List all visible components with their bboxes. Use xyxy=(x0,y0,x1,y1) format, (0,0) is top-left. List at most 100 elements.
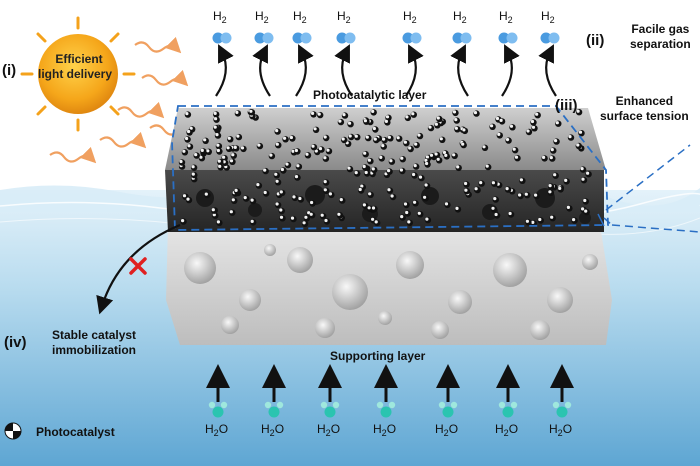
photocatalyst-particle xyxy=(549,215,556,222)
photocatalyst-particle xyxy=(190,164,198,171)
photocatalyst-particle xyxy=(250,219,257,226)
photocatalyst-particle xyxy=(178,159,186,166)
label-iv-roman: (iv) xyxy=(4,334,27,351)
photocatalyst-particle xyxy=(268,152,276,160)
photocatalyst-particle xyxy=(492,196,499,203)
photocatalyst-particle xyxy=(362,202,369,210)
h2-molecule xyxy=(292,32,312,44)
photocatalyst-particle xyxy=(454,126,461,133)
sun-rays xyxy=(20,16,136,132)
h2o-molecule xyxy=(376,401,396,418)
photocatalyst-particle xyxy=(309,200,316,207)
photocatalyst-particle xyxy=(290,215,297,223)
supporting-layer xyxy=(166,225,612,345)
photocatalyst-particle xyxy=(301,220,309,227)
photocatalyst-particle xyxy=(473,186,481,193)
photocatalyst-particle xyxy=(403,201,410,209)
h2o-supply xyxy=(206,364,574,418)
photocatalyst-particle xyxy=(416,132,424,140)
photocatalyst-particle xyxy=(309,212,316,219)
photocatalyst-particle xyxy=(550,147,557,154)
photocatalyst-particle xyxy=(337,118,345,126)
photocatalyst-particle xyxy=(295,163,303,170)
photocatalyst-particle xyxy=(362,164,369,171)
photocatalyst-particle xyxy=(273,172,280,179)
photocatalyst-particle xyxy=(347,121,354,128)
photocatalyst-particle xyxy=(225,145,233,152)
photocatalyst-particle xyxy=(234,110,242,117)
h2o-molecule xyxy=(264,401,284,418)
supporting-layer-label: Supporting layer xyxy=(330,349,426,363)
h2-molecule xyxy=(452,32,472,44)
photocatalyst-particle xyxy=(444,201,451,209)
h2-molecule xyxy=(498,32,518,44)
photocatalyst-particle xyxy=(186,129,193,136)
photocatalyst-particle xyxy=(263,190,270,197)
label-ii-line2: separation xyxy=(630,37,691,51)
photocatalyst-particle xyxy=(552,172,559,179)
photocatalyst-particle xyxy=(582,198,589,205)
photocatalyst-particle xyxy=(504,186,512,193)
h2-label: H2 xyxy=(213,9,227,25)
photocatalyst-particle xyxy=(341,112,349,119)
photocatalyst-particle xyxy=(454,206,462,213)
photocatalyst-particle xyxy=(231,197,238,204)
photocatalyst-particle xyxy=(240,145,247,153)
photocatalyst-particle xyxy=(443,153,450,160)
h2-label: H2 xyxy=(337,9,351,25)
photocatalyst-particle xyxy=(184,136,191,143)
photocatalyst-particle xyxy=(461,127,469,135)
photocatalyst-particle xyxy=(399,214,406,221)
photocatalyst-particle xyxy=(362,151,369,158)
photocatalyst-particle xyxy=(198,155,206,162)
photocatalyst-particle xyxy=(213,111,220,118)
photocatalyst-particle xyxy=(525,219,532,226)
photocatalyst-particle xyxy=(279,189,286,197)
photocatalyst-particle xyxy=(422,195,429,202)
photocatalyst-particle xyxy=(580,177,588,184)
h2-arrow xyxy=(215,44,234,97)
photocatalyst-particle xyxy=(418,174,425,182)
photocatalyst-particle xyxy=(233,145,240,152)
h2o-molecule xyxy=(208,401,228,418)
photocatalyst-particle xyxy=(417,211,424,218)
photocatalyst-particle xyxy=(553,138,560,145)
photocatalyst-particle xyxy=(404,210,411,217)
photocatalyst-particle xyxy=(320,213,327,220)
photocatalyst-particle xyxy=(463,188,471,195)
label-i-text: Efficient light delivery xyxy=(38,52,112,82)
h2-label: H2 xyxy=(255,9,269,25)
photocatalyst-particle xyxy=(585,171,592,178)
photocatalyst-particle xyxy=(388,158,396,165)
photocatalyst-particle xyxy=(205,148,212,155)
photocatalyst-particle xyxy=(372,126,379,133)
photocatalyst-particle xyxy=(365,134,372,142)
photocatalyst-particle xyxy=(496,132,503,139)
photocatalyst-particle xyxy=(181,149,189,156)
photocatalyst-particle xyxy=(354,134,361,141)
photocatalyst-particle xyxy=(380,143,387,150)
h2o-molecule xyxy=(438,401,458,418)
photocatalyst-particle xyxy=(505,137,512,144)
photocatalyst-particle xyxy=(229,209,236,216)
photocatalyst-particle xyxy=(413,163,420,170)
photocatalyst-particle xyxy=(275,142,282,149)
h2o-label: H2O xyxy=(205,422,229,438)
photocatalyst-particle xyxy=(555,120,562,127)
h2o-label: H2O xyxy=(549,422,573,438)
photocatalyst-particle xyxy=(557,186,564,193)
photocatalytic-layer-label: Photocatalytic layer xyxy=(313,88,427,102)
photocatalyst-particle xyxy=(427,124,435,132)
photocatalyst-particle xyxy=(485,163,492,171)
photocatalyst-particle xyxy=(216,148,223,155)
photocatalyst-particle xyxy=(186,143,194,150)
photocatalyst-particle xyxy=(549,155,556,162)
photocatalyst-particle xyxy=(514,155,521,162)
photocatalyst-particle xyxy=(364,170,371,177)
photocatalyst-particle xyxy=(317,111,324,119)
photocatalyst-particle xyxy=(567,134,575,141)
photocatalyst-particle xyxy=(249,197,257,205)
label-iv-line1: Stable catalyst xyxy=(52,328,137,342)
h2-molecule xyxy=(540,32,560,44)
photocatalyst-particle xyxy=(386,168,393,175)
